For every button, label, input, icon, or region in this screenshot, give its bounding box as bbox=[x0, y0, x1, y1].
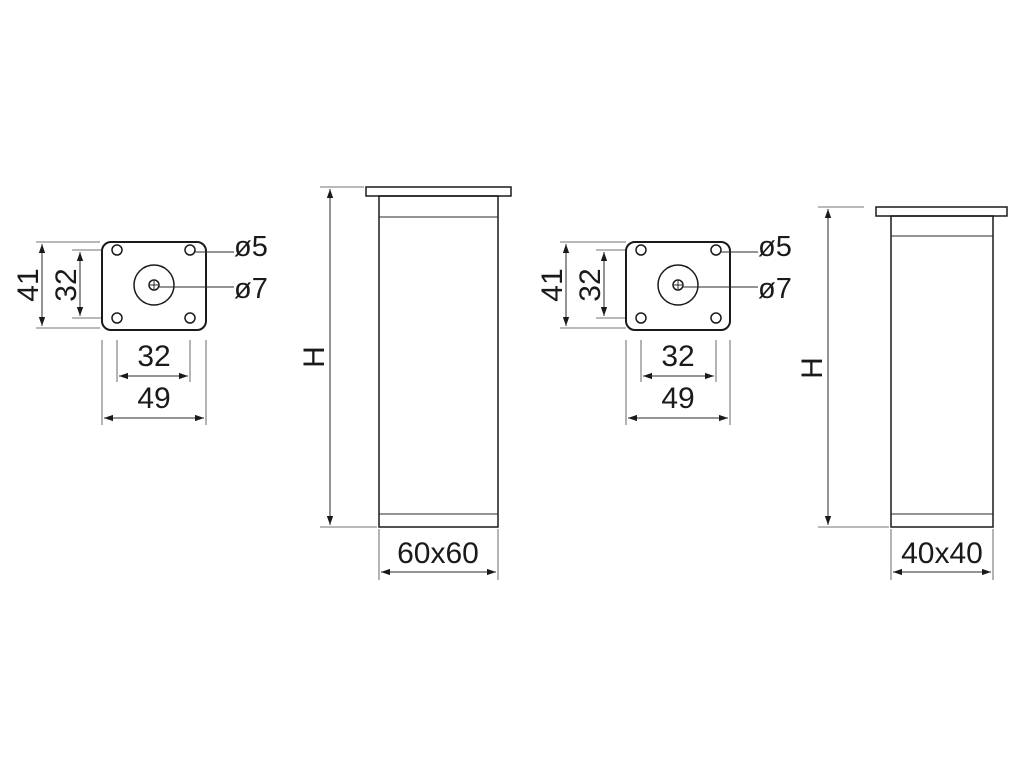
screw-hole bbox=[635, 312, 647, 324]
label-hole-center: ø7 bbox=[234, 273, 268, 305]
label-height-outer: 41 bbox=[12, 268, 45, 301]
mounting-plate-2: 41 32 32 49 ø5 ø7 bbox=[536, 231, 792, 425]
label-width-holes: 32 bbox=[661, 340, 694, 373]
center-boss bbox=[657, 264, 699, 306]
screw-hole bbox=[184, 244, 196, 256]
label-leg-height: H bbox=[298, 346, 331, 368]
label-leg-section: 40x40 bbox=[901, 537, 983, 570]
label-height-holes: 32 bbox=[574, 268, 607, 301]
screw-hole bbox=[710, 244, 722, 256]
mounting-plate-1: 41 32 32 49 ø5 ø7 bbox=[12, 231, 268, 425]
leg-body bbox=[378, 195, 499, 528]
label-hole-small: ø5 bbox=[758, 231, 792, 263]
label-hole-center: ø7 bbox=[758, 273, 792, 305]
label-width-holes: 32 bbox=[137, 340, 170, 373]
label-width-outer: 49 bbox=[137, 382, 170, 415]
label-height-outer: 41 bbox=[536, 268, 569, 301]
center-boss bbox=[133, 264, 175, 306]
screw-hole bbox=[184, 312, 196, 324]
label-leg-section: 60x60 bbox=[397, 537, 479, 570]
leg-top-flange bbox=[875, 206, 1008, 217]
leg-top-flange bbox=[365, 186, 512, 197]
leg-1: H 60x60 bbox=[298, 186, 512, 580]
leg-2: H 40x40 bbox=[796, 206, 1008, 580]
screw-hole bbox=[710, 312, 722, 324]
label-height-holes: 32 bbox=[50, 268, 83, 301]
center-hole bbox=[148, 279, 160, 291]
screw-hole bbox=[111, 244, 123, 256]
screw-hole bbox=[635, 244, 647, 256]
label-leg-height: H bbox=[796, 357, 829, 379]
screw-hole bbox=[111, 312, 123, 324]
leg-body bbox=[890, 215, 994, 528]
label-hole-small: ø5 bbox=[234, 231, 268, 263]
label-width-outer: 49 bbox=[661, 382, 694, 415]
center-hole bbox=[672, 279, 684, 291]
